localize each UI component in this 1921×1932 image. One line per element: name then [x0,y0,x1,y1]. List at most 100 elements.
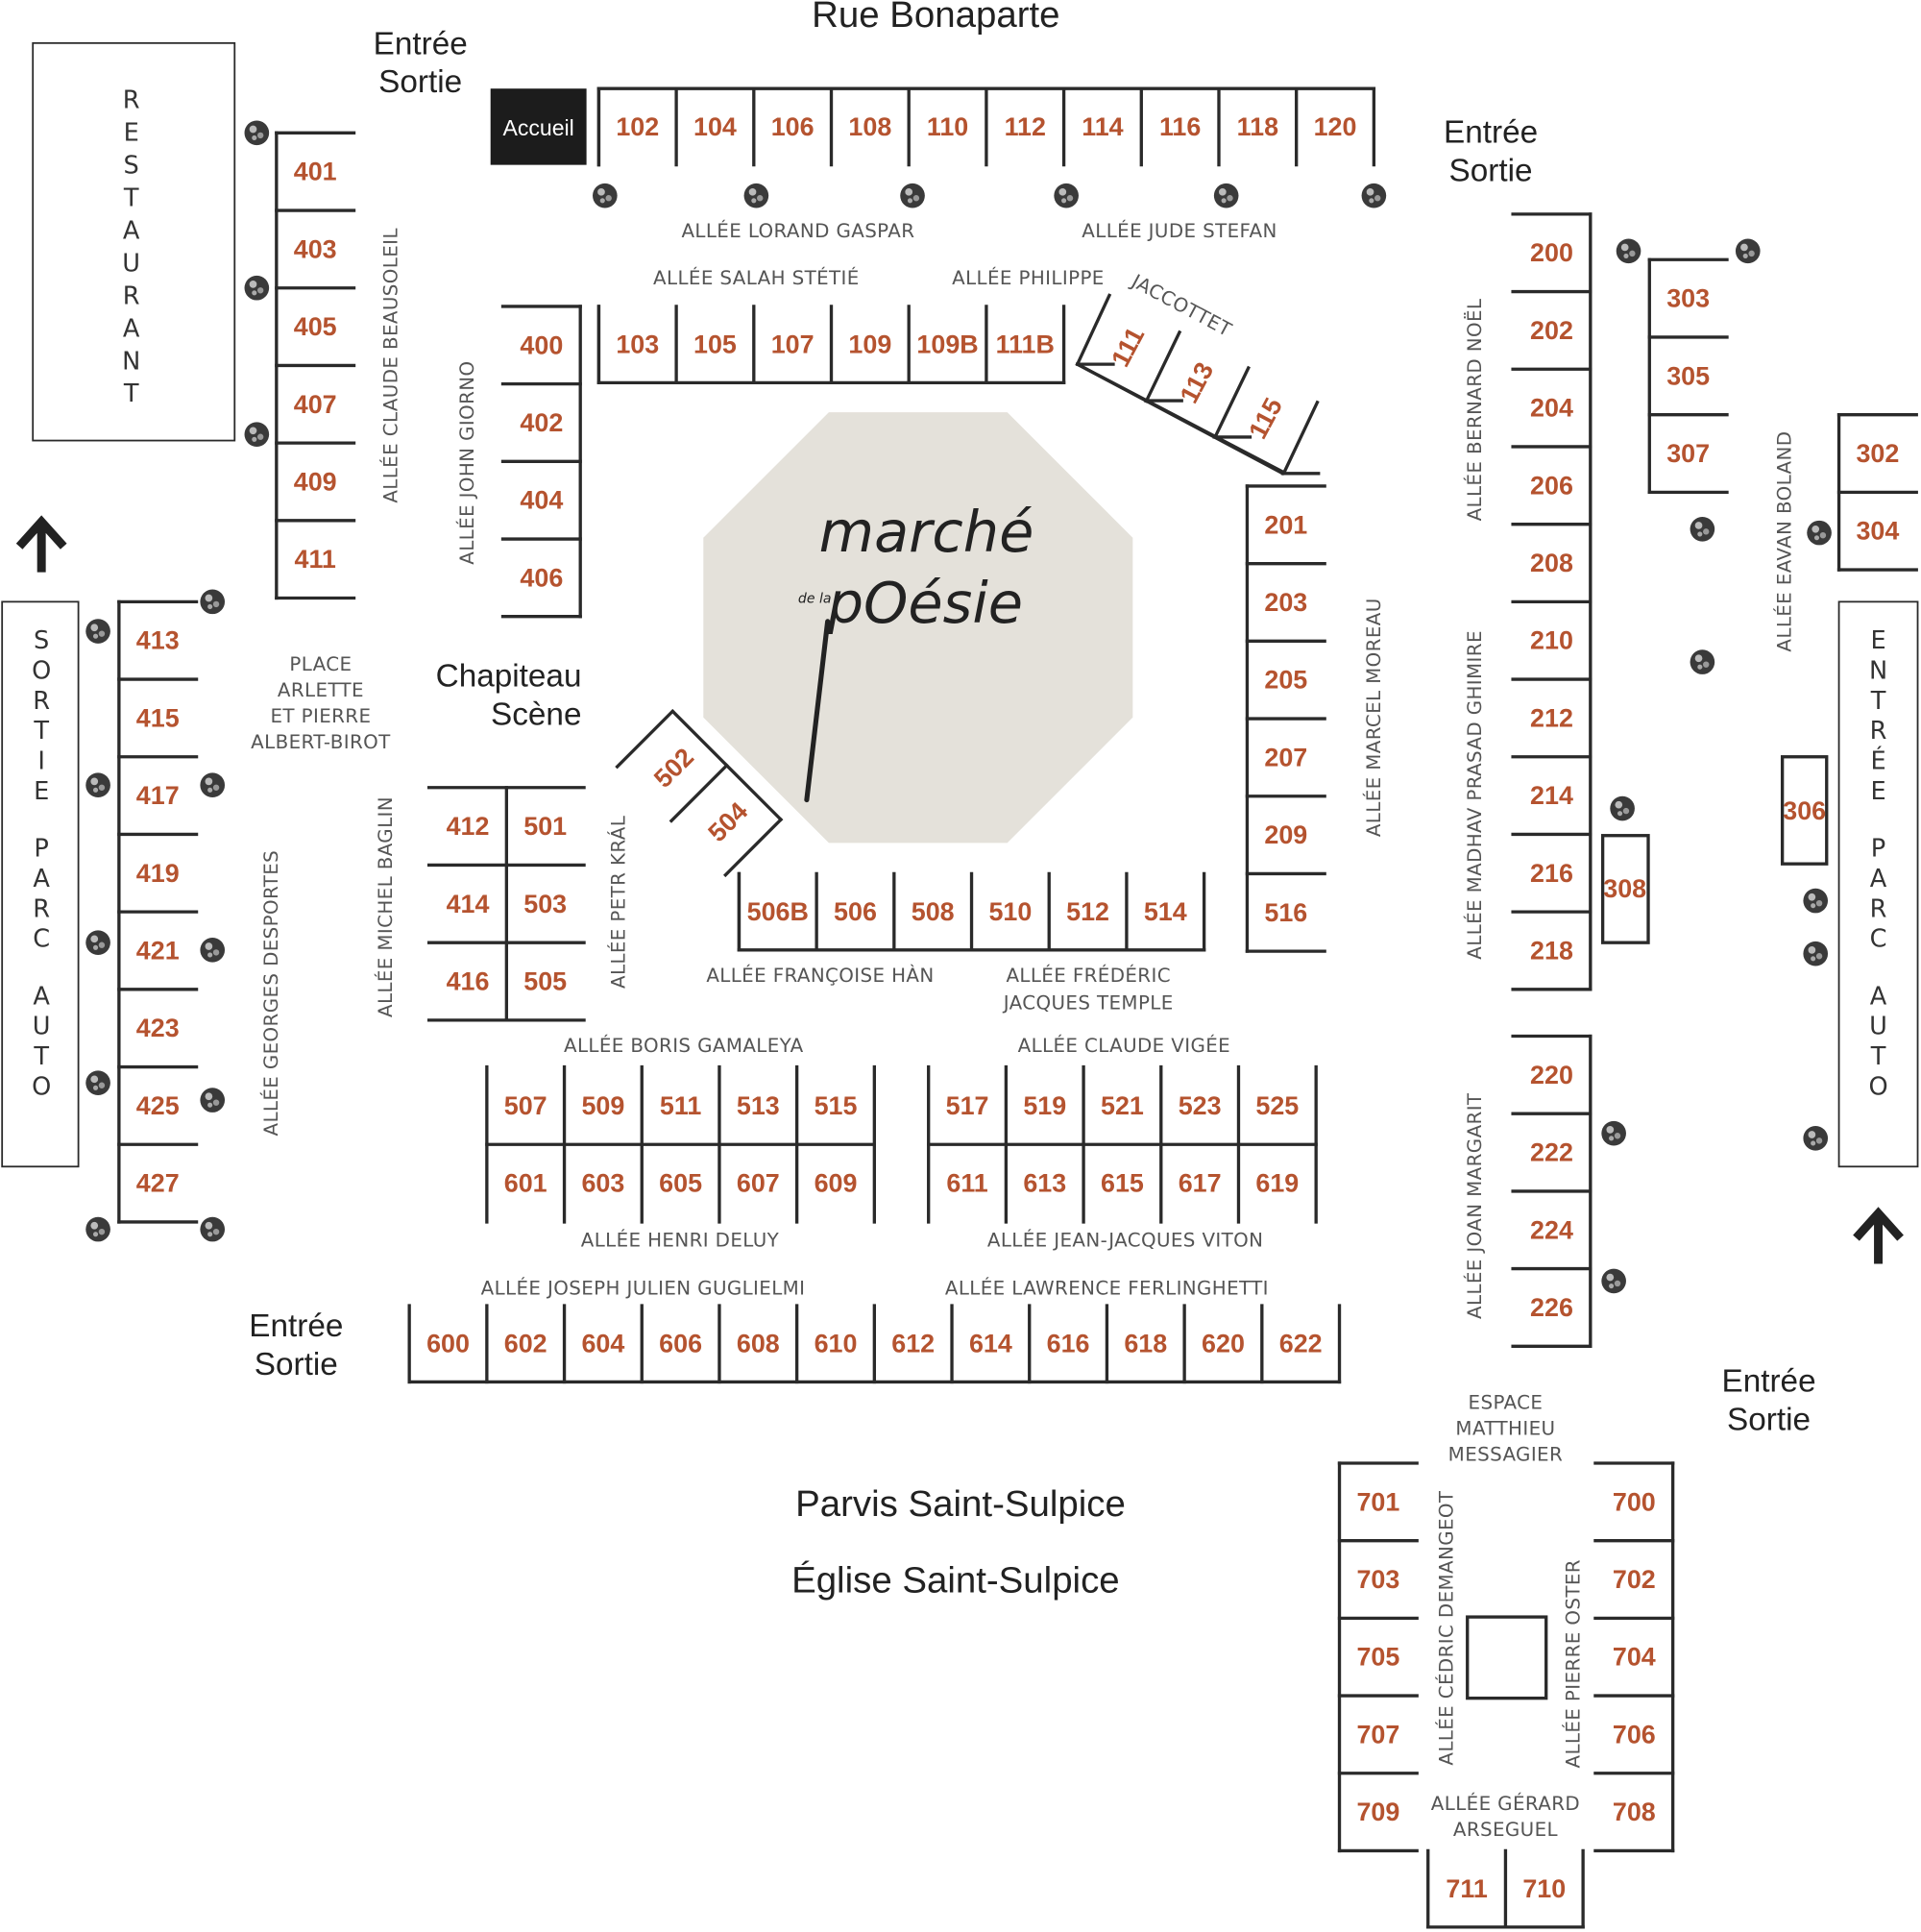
stand-703[interactable]: 703 [1356,1565,1399,1594]
stand-405[interactable]: 405 [294,312,337,341]
stand-104[interactable]: 104 [693,112,737,141]
stand-516[interactable]: 516 [1264,898,1307,927]
stand-505[interactable]: 505 [523,967,567,996]
stand-220[interactable]: 220 [1530,1061,1573,1089]
stand-605[interactable]: 605 [659,1169,702,1198]
stand-307[interactable]: 307 [1666,439,1710,468]
stand-519[interactable]: 519 [1023,1091,1066,1120]
stand-513[interactable]: 513 [737,1091,780,1120]
stand-707[interactable]: 707 [1356,1720,1399,1749]
stand-619[interactable]: 619 [1255,1169,1299,1198]
stand-606[interactable]: 606 [659,1330,702,1358]
stand-206[interactable]: 206 [1530,471,1573,500]
stand-207[interactable]: 207 [1264,743,1307,771]
stand-116[interactable]: 116 [1159,112,1201,141]
stand-701[interactable]: 701 [1356,1487,1399,1516]
stand-205[interactable]: 205 [1264,666,1307,695]
stand-109[interactable]: 109 [848,330,891,359]
accueil-desk[interactable]: Accueil [490,88,587,165]
stand-508[interactable]: 508 [912,897,955,926]
stand-204[interactable]: 204 [1530,394,1573,423]
stand-614[interactable]: 614 [969,1330,1012,1358]
stand-102[interactable]: 102 [616,112,659,141]
parking-exit-box[interactable] [1,600,80,1168]
stand-421[interactable]: 421 [136,936,180,965]
stand-423[interactable]: 423 [136,1014,180,1042]
stand-515[interactable]: 515 [815,1091,858,1120]
stand-517[interactable]: 517 [946,1091,989,1120]
stand-118[interactable]: 118 [1237,112,1278,141]
stand-203[interactable]: 203 [1264,588,1307,617]
stand-618[interactable]: 618 [1124,1330,1167,1358]
stand-106[interactable]: 106 [771,112,815,141]
stand-622[interactable]: 622 [1279,1330,1323,1358]
stand-523[interactable]: 523 [1179,1091,1222,1120]
stand-602[interactable]: 602 [504,1330,547,1358]
stand-502[interactable]: 502 [648,743,699,794]
entrance-south-east[interactable]: Entrée Sortie [1721,1364,1815,1438]
stand-611[interactable]: 611 [946,1169,987,1198]
stand-200[interactable]: 200 [1530,238,1573,267]
stand-509[interactable]: 509 [581,1091,624,1120]
stand-616[interactable]: 616 [1047,1330,1090,1358]
stand-507[interactable]: 507 [504,1091,547,1120]
chapiteau-scene[interactable]: Chapiteau Scène [436,659,582,733]
stand-306[interactable]: 306 [1783,796,1826,825]
stand-111B[interactable]: 111B [996,330,1055,359]
stand-511[interactable]: 511 [660,1091,701,1120]
stand-706[interactable]: 706 [1613,1720,1656,1749]
stand-402[interactable]: 402 [520,408,563,437]
stand-613[interactable]: 613 [1023,1169,1066,1198]
stand-709[interactable]: 709 [1356,1797,1399,1826]
stand-708[interactable]: 708 [1613,1797,1656,1826]
stand-109B[interactable]: 109B [916,330,978,359]
stand-604[interactable]: 604 [581,1330,624,1358]
stand-412[interactable]: 412 [447,812,490,841]
stand-120[interactable]: 120 [1314,112,1357,141]
stand-609[interactable]: 609 [815,1169,858,1198]
stand-202[interactable]: 202 [1530,316,1573,345]
stand-413[interactable]: 413 [136,626,180,655]
stand-226[interactable]: 226 [1530,1293,1573,1322]
stand-514[interactable]: 514 [1144,897,1187,926]
stand-416[interactable]: 416 [447,967,490,996]
parking-entry-box[interactable] [1837,600,1919,1168]
stand-218[interactable]: 218 [1530,936,1573,965]
stand-601[interactable]: 601 [504,1169,547,1198]
stand-107[interactable]: 107 [771,330,815,359]
stand-303[interactable]: 303 [1666,284,1710,313]
stand-414[interactable]: 414 [447,890,490,918]
stand-705[interactable]: 705 [1356,1643,1399,1672]
stand-216[interactable]: 216 [1530,859,1573,888]
stand-506[interactable]: 506 [834,897,877,926]
stand-425[interactable]: 425 [136,1091,180,1120]
stand-407[interactable]: 407 [294,390,337,419]
stand-112[interactable]: 112 [1005,112,1046,141]
stand-114[interactable]: 114 [1082,112,1123,141]
stand-210[interactable]: 210 [1530,626,1573,655]
stand-415[interactable]: 415 [136,703,180,732]
stand-103[interactable]: 103 [616,330,659,359]
stand-504[interactable]: 504 [702,796,753,847]
stand-212[interactable]: 212 [1530,703,1573,732]
stand-308[interactable]: 308 [1603,874,1646,903]
stand-510[interactable]: 510 [988,897,1032,926]
stand-110[interactable]: 110 [927,112,968,141]
stand-711[interactable]: 711 [1446,1874,1487,1903]
stand-617[interactable]: 617 [1179,1169,1222,1198]
stand-603[interactable]: 603 [581,1169,624,1198]
stand-406[interactable]: 406 [520,563,563,592]
stand-512[interactable]: 512 [1066,897,1109,926]
stand-608[interactable]: 608 [737,1330,780,1358]
stand-506B[interactable]: 506B [747,897,809,926]
stand-404[interactable]: 404 [520,486,563,515]
stand-302[interactable]: 302 [1856,439,1899,468]
stand-411[interactable]: 411 [294,545,335,574]
stand-503[interactable]: 503 [523,890,567,918]
stand-612[interactable]: 612 [891,1330,935,1358]
stand-304[interactable]: 304 [1856,517,1899,546]
stand-305[interactable]: 305 [1666,361,1710,390]
entrance-north-east[interactable]: Entrée Sortie [1444,115,1538,189]
stand-409[interactable]: 409 [294,467,337,496]
stand-108[interactable]: 108 [848,112,891,141]
